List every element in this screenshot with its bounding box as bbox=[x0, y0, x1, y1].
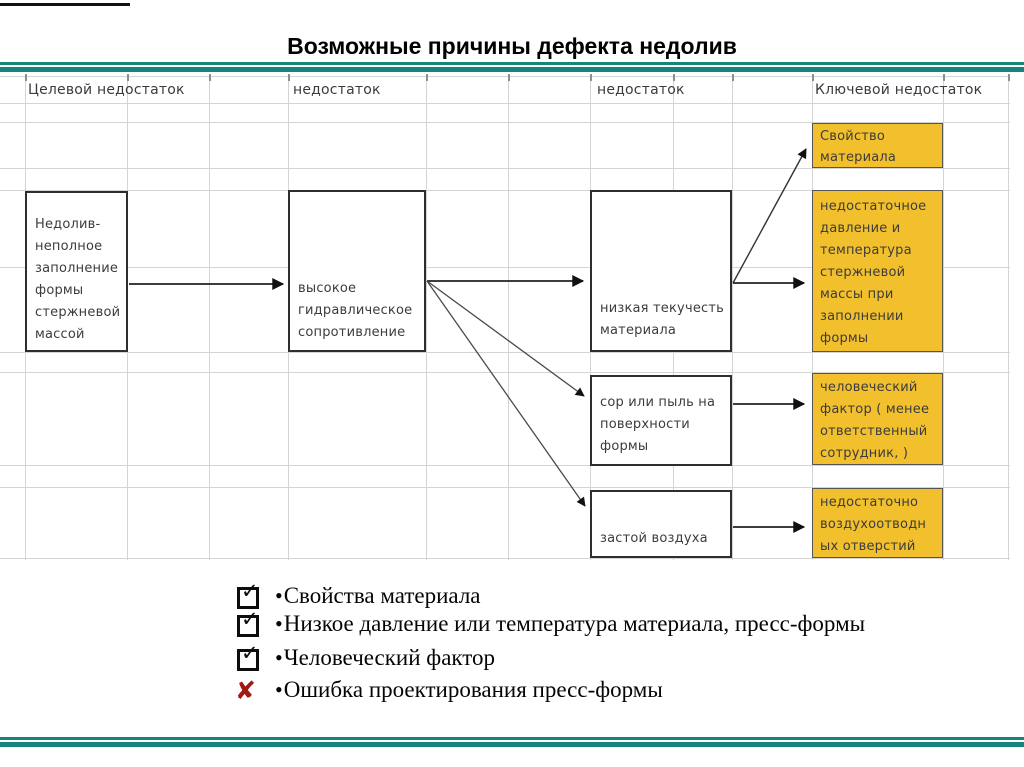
gridline-tick bbox=[209, 74, 211, 81]
checklist-item-low-pressure: ✓ • Низкое давление или температура мате… bbox=[237, 609, 866, 637]
gridline-tick bbox=[25, 74, 27, 81]
gridline-tick bbox=[288, 74, 290, 81]
bullet-icon: • bbox=[275, 645, 283, 670]
gridline-tick bbox=[943, 74, 945, 81]
gridline bbox=[0, 168, 1010, 169]
gridline-tick bbox=[732, 74, 734, 81]
gridline-tick bbox=[1008, 74, 1010, 81]
gridline-tick bbox=[590, 74, 592, 81]
box-low-fluidity: низкая текучесть материала bbox=[590, 190, 732, 352]
checklist-item-label: Низкое давление или температура материал… bbox=[283, 611, 866, 636]
gridline bbox=[426, 76, 427, 560]
gridline-tick bbox=[812, 74, 814, 81]
teal-rule-top-thick bbox=[0, 67, 1024, 72]
gridline bbox=[508, 76, 509, 560]
key-box-low-pressure-temp: недостаточное давление и температура сте… bbox=[812, 190, 943, 352]
column-header-key-defect: Ключевой недостаток bbox=[815, 82, 983, 98]
column-header-defect-1: недостаток bbox=[293, 82, 381, 98]
teal-rule-bottom-thick bbox=[0, 742, 1024, 747]
key-box-insufficient-vents: недостаточно воздухоотводн ых отверстий bbox=[812, 488, 943, 558]
box-hydraulic-resistance: высокое гидравлическое сопротивление bbox=[288, 190, 426, 352]
bullet-icon: • bbox=[275, 611, 283, 636]
gridline bbox=[0, 558, 1010, 559]
checkbox-checked-icon: ✓ bbox=[237, 609, 263, 637]
teal-rule-top-thin bbox=[0, 62, 1024, 65]
checklist-item-human-factor: ✓ • Человеческий фактор bbox=[237, 643, 496, 671]
gridline bbox=[0, 122, 1010, 123]
box-air-stagnation: застой воздуха bbox=[590, 490, 732, 558]
gridline-tick bbox=[508, 74, 510, 81]
checklist-item-label: Свойства материала bbox=[283, 583, 481, 608]
gridline-tick bbox=[127, 74, 129, 81]
teal-rule-bottom-thin bbox=[0, 737, 1024, 740]
gridline bbox=[0, 103, 1010, 104]
column-header-target-defect: Целевой недостаток bbox=[28, 82, 185, 98]
checkbox-checked-icon: ✓ bbox=[237, 643, 263, 671]
checkbox-checked-icon: ✓ bbox=[237, 581, 263, 609]
gridline bbox=[943, 76, 944, 560]
gridline bbox=[0, 76, 1010, 77]
column-header-defect-2: недостаток bbox=[597, 82, 685, 98]
box-underfill-cause: Недолив- неполное заполнение формы стерж… bbox=[25, 191, 128, 352]
gridline bbox=[0, 267, 1010, 268]
checklist-item-label: Человеческий фактор bbox=[283, 645, 496, 670]
gridline bbox=[0, 190, 1010, 191]
checklist-item-design-error: ✘ • Ошибка проектирования пресс-формы bbox=[235, 676, 663, 705]
slide-title: Возможные причины дефекта недолив bbox=[287, 33, 737, 59]
checklist-item-material-properties: ✓ • Свойства материала bbox=[237, 581, 481, 609]
gridline bbox=[1008, 76, 1009, 560]
gridline bbox=[0, 352, 1010, 353]
gridline bbox=[209, 76, 210, 560]
key-box-human-factor: человеческий фактор ( менее ответственны… bbox=[812, 373, 943, 465]
bullet-icon: • bbox=[275, 677, 283, 702]
gridline bbox=[732, 76, 733, 560]
bullet-icon: • bbox=[275, 583, 283, 608]
gridline-tick bbox=[426, 74, 428, 81]
checklist-item-label: Ошибка проектирования пресс-формы bbox=[283, 677, 663, 702]
gridline bbox=[0, 465, 1010, 466]
key-box-material-property: Свойство материала bbox=[812, 123, 943, 168]
box-dust-on-mold: сор или пыль на поверхности формы bbox=[590, 375, 732, 466]
cross-icon: ✘ bbox=[235, 676, 256, 705]
top-left-accent-line bbox=[0, 3, 130, 6]
gridline-tick bbox=[673, 74, 675, 81]
